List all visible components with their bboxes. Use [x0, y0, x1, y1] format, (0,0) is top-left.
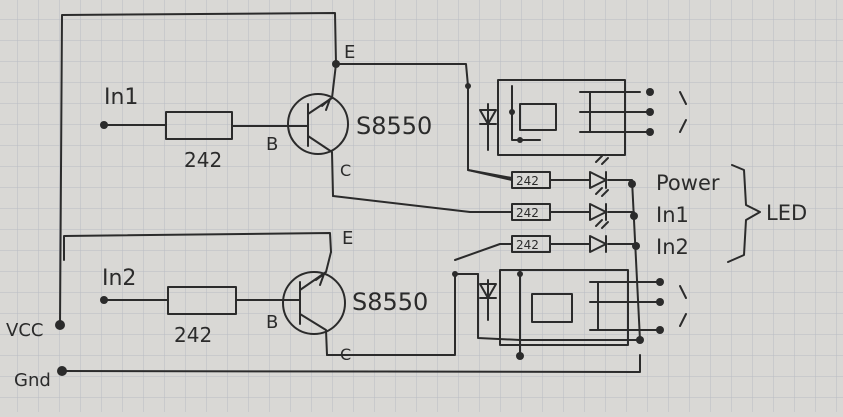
- led-wires: [549, 179, 641, 341]
- relay-1-contact-3: [646, 128, 654, 136]
- led-resistor-3-value: 242: [516, 238, 539, 252]
- in2-resistor-value: 242: [174, 323, 212, 347]
- gnd-rail: [61, 354, 641, 373]
- gnd-junction: [636, 336, 644, 344]
- power-led-label: Power: [656, 171, 720, 195]
- transistor-2: [282, 271, 346, 335]
- junction-dots: [55, 60, 664, 376]
- vcc-rail: [59, 12, 337, 326]
- t1-emitter-label: E: [344, 42, 355, 63]
- led-resistor-2-value: 242: [516, 206, 539, 220]
- t2-emitter-label: E: [342, 228, 353, 249]
- relay-2-contact-1: [656, 278, 664, 286]
- relay-2-pin-c: [516, 352, 524, 360]
- led-power-junction: [628, 180, 636, 188]
- in1-label: In1: [104, 85, 138, 110]
- relay-1-contact-2: [646, 108, 654, 116]
- t2-collector-to-relay2: [326, 273, 479, 356]
- relay-1-pin-b: [509, 109, 515, 115]
- t1-base-label: B: [266, 134, 278, 155]
- relay-2-contact-2: [656, 298, 664, 306]
- t1-model-label: S8550: [356, 112, 432, 140]
- relay-2-switch: [519, 269, 687, 357]
- gnd-terminal: [57, 366, 67, 376]
- in1-resistor: [165, 111, 233, 140]
- relay-1-contact-1: [646, 88, 654, 96]
- relay-2-frame: [477, 269, 641, 346]
- vcc-label: VCC: [6, 320, 43, 341]
- led-power: [589, 155, 609, 189]
- relay-1-coil: [519, 103, 557, 131]
- transistor-1-emitter-arrow: [321, 98, 331, 111]
- gnd-label: Gnd: [14, 370, 51, 391]
- t1-collector-to-led2: [332, 195, 513, 213]
- led-in2-junction: [632, 242, 640, 250]
- led-in1: [589, 187, 609, 221]
- in1-terminal: [100, 121, 108, 129]
- vcc-terminal: [55, 320, 65, 330]
- transistor-2-leads: [287, 251, 332, 356]
- in1-wire: [103, 124, 293, 127]
- transistor-1-leads: [291, 63, 337, 197]
- in1-led-label: In1: [656, 203, 689, 227]
- relay-1-switch: [511, 85, 687, 141]
- relay-2-pin-a: [452, 271, 458, 277]
- relay-2-contact-3: [656, 326, 664, 334]
- relay-2-coil: [531, 293, 573, 323]
- transistor-1: [287, 93, 349, 155]
- t1-emitter-junction: [332, 60, 340, 68]
- in2-led-label: In2: [656, 235, 689, 259]
- led-resistor-1-value: 242: [516, 174, 539, 188]
- in1-resistor-value: 242: [184, 148, 222, 172]
- t1-collector-label: C: [340, 161, 351, 180]
- vcc-rail-lower: [63, 232, 332, 261]
- in2-terminal: [100, 296, 108, 304]
- relay-1-diode: [479, 103, 497, 151]
- relay-1-pin-c: [517, 137, 523, 143]
- t2-base-label: B: [266, 312, 278, 333]
- led-group-brace: [727, 164, 761, 263]
- led-group-label: LED: [766, 201, 807, 225]
- relay-1-led-feed: [467, 169, 513, 181]
- led-in1-junction: [630, 212, 638, 220]
- relay2-led-feed: [454, 243, 513, 261]
- t1-emitter-to-relay1: [335, 63, 469, 87]
- in2-label: In2: [102, 266, 136, 291]
- t2-collector-label: C: [340, 345, 351, 364]
- in2-resistor: [167, 286, 237, 315]
- led-in2: [589, 219, 609, 253]
- relay-1-pin-a: [465, 83, 471, 89]
- relay-2-pin-b: [517, 271, 523, 277]
- relay-2-diode: [479, 279, 497, 321]
- t2-model-label: S8550: [352, 288, 428, 316]
- transistor-2-emitter-arrow: [315, 273, 325, 286]
